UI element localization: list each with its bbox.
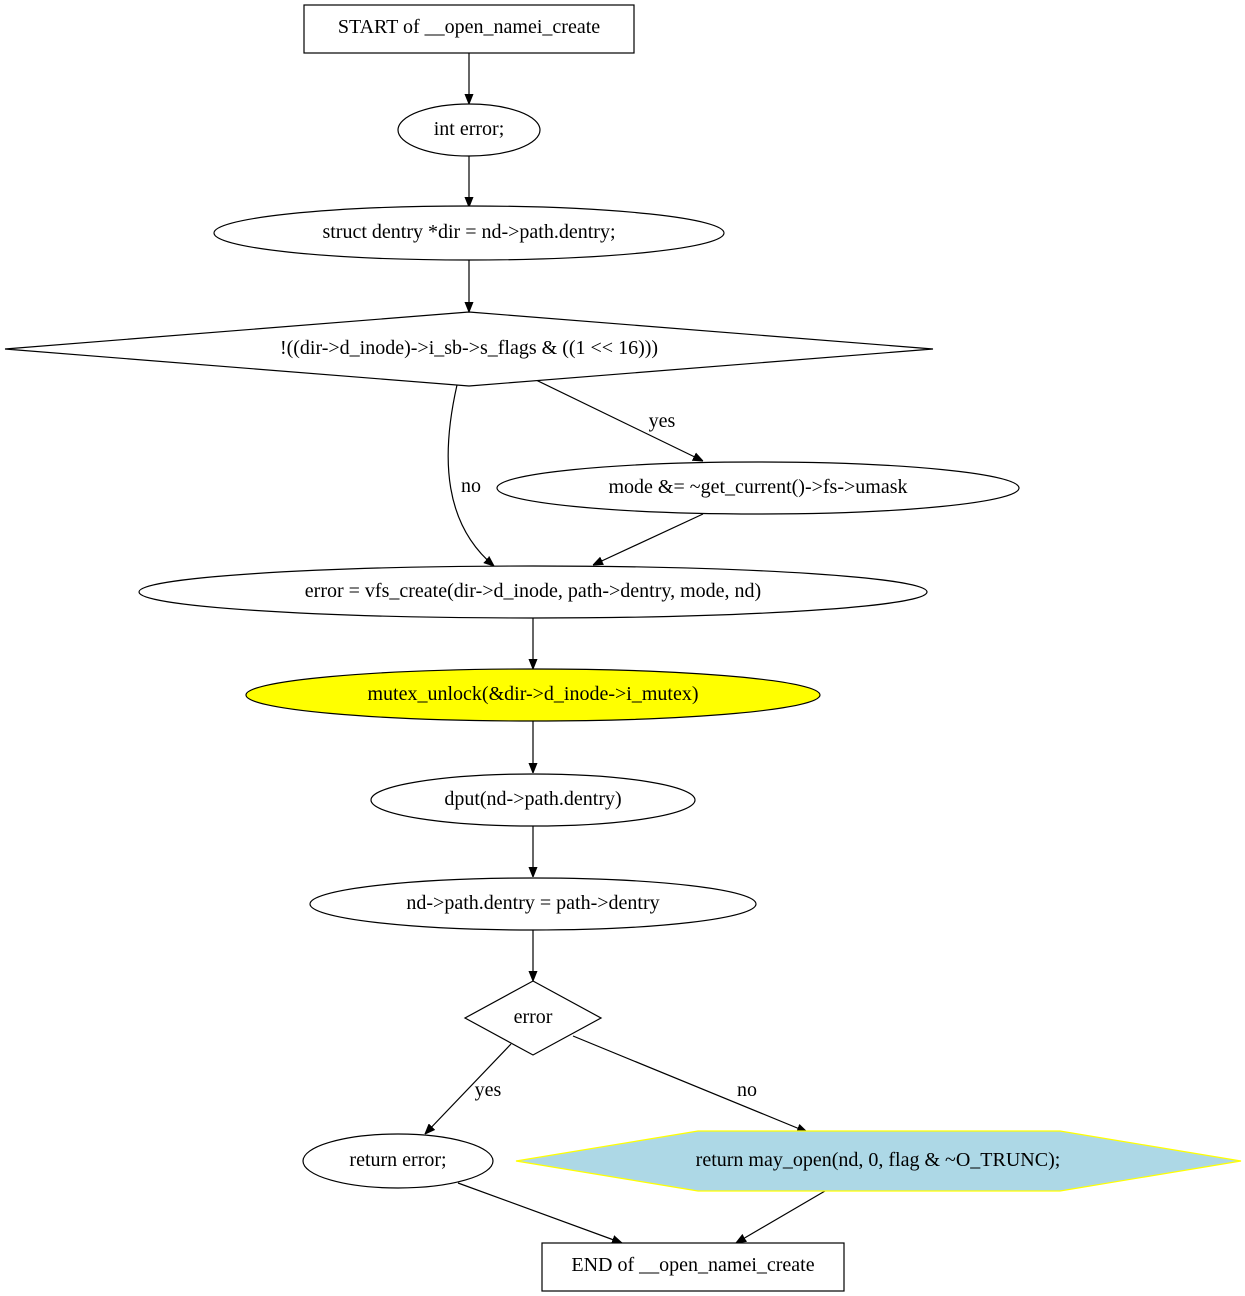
node-assign-dentry-label: nd->path.dentry = path->dentry [406, 892, 659, 914]
node-decl-dir-label: struct dentry *dir = nd->path.dentry; [322, 221, 615, 243]
node-start-label: START of __open_namei_create [338, 16, 600, 38]
node-decl-dir-shape [213, 205, 725, 261]
edge-cond-error-yes [425, 1043, 512, 1134]
edge-cond-error-no [572, 1035, 807, 1133]
node-return-may-open-label: return may_open(nd, 0, flag & ~O_TRUNC); [696, 1149, 1061, 1171]
node-cond-error-label: error [514, 1006, 553, 1028]
edge-cond-flags-no [447, 384, 494, 566]
edge-return-error-to-end [457, 1182, 622, 1243]
edges [425, 53, 826, 1243]
node-mutex-unlock-shape [245, 668, 821, 722]
node-cond-flags-label: !((dir->d_inode)->i_sb->s_flags & ((1 <<… [280, 337, 658, 359]
edge-label-error-no: no [737, 1079, 757, 1101]
node-return-error-label: return error; [349, 1149, 446, 1171]
node-cond-flags: !((dir->d_inode)->i_sb->s_flags & ((1 <<… [4, 311, 934, 387]
node-decl-error-shape [397, 103, 541, 157]
node-return-may-open: return may_open(nd, 0, flag & ~O_TRUNC); [515, 1130, 1242, 1192]
node-cond-error: error [463, 980, 603, 1056]
node-vfs-create-label: error = vfs_create(dir->d_inode, path->d… [305, 580, 761, 602]
node-assign-dentry-shape [309, 877, 757, 931]
node-dput-label: dput(nd->path.dentry) [444, 788, 621, 810]
node-decl-error-label: int error; [434, 118, 505, 140]
node-vfs-create: error = vfs_create(dir->d_inode, path->d… [138, 565, 928, 619]
node-return-error-shape [302, 1133, 494, 1189]
node-dput-shape [370, 773, 696, 827]
node-cond-error-shape [463, 980, 603, 1056]
edge-label-error-yes: yes [475, 1079, 502, 1101]
node-mode-umask-label: mode &= ~get_current()->fs->umask [608, 476, 907, 498]
node-end-label: END of __open_namei_create [571, 1254, 814, 1276]
node-start-box [303, 4, 635, 54]
edge-label-flags-yes: yes [649, 410, 676, 432]
node-cond-flags-shape [4, 311, 934, 387]
node-vfs-create-shape [138, 565, 928, 619]
node-decl-error: int error; [397, 103, 541, 157]
node-start: START of __open_namei_create [303, 4, 635, 54]
edge-cond-flags-yes [535, 379, 703, 461]
edge-label-flags-no: no [461, 475, 481, 497]
node-decl-dir: struct dentry *dir = nd->path.dentry; [213, 205, 725, 261]
node-mutex-unlock: mutex_unlock(&dir->d_inode->i_mutex) [245, 668, 821, 722]
node-mutex-unlock-label: mutex_unlock(&dir->d_inode->i_mutex) [368, 683, 699, 705]
node-return-may-open-shape [515, 1130, 1242, 1192]
node-end: END of __open_namei_create [541, 1242, 845, 1292]
edge-return-may-open-to-end [736, 1190, 826, 1243]
node-end-box [541, 1242, 845, 1292]
node-dput: dput(nd->path.dentry) [370, 773, 696, 827]
node-mode-umask: mode &= ~get_current()->fs->umask [496, 461, 1020, 515]
node-assign-dentry: nd->path.dentry = path->dentry [309, 877, 757, 931]
edge-mode-to-vfs-create [593, 513, 704, 565]
node-mode-umask-shape [496, 461, 1020, 515]
node-return-error: return error; [302, 1133, 494, 1189]
